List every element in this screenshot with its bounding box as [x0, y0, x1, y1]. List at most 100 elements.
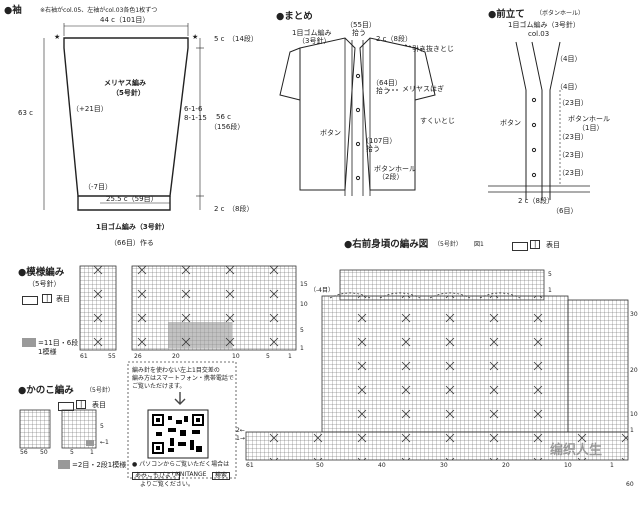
band-count-2: （23目） [558, 133, 588, 141]
sleeve-body-label: メリヤス編み [104, 79, 146, 87]
front-legend-label: 表目 [546, 241, 560, 249]
band-count-3: （23目） [558, 151, 588, 159]
qr-search1: あみこもびより [132, 472, 180, 480]
meriyasu-hagi: メリヤスはぎ [402, 85, 444, 93]
k-row-0: 5 [100, 423, 104, 430]
star-right: ★ [192, 33, 199, 41]
fc-col-3: 30 [440, 462, 448, 469]
fc-col-0: 61 [246, 462, 254, 469]
front-chart-fig: 図1 [474, 241, 484, 248]
fc-left-row-0: 2← [236, 427, 245, 434]
pattern-chart [79, 265, 297, 351]
kanoko-legend-label: 表目 [92, 401, 106, 409]
repeat-swatch [22, 338, 36, 347]
matome-buttonhole: ボタンホール [374, 165, 416, 173]
band-buttonhole-n: （1目） [578, 124, 604, 132]
p1-col-5: 5 [266, 353, 270, 360]
qr-text2: 編み方はスマートフォン・携帯電話で [132, 375, 234, 382]
matome-rib: 1目ゴム編み [292, 29, 332, 37]
sleeve-height: 63 c [18, 109, 33, 117]
legend-box [22, 296, 38, 305]
pattern-title: ●模様編み [18, 267, 65, 278]
kanoko-legend-sym: | [76, 400, 87, 409]
hikinuki: 引き抜きとじ [412, 45, 454, 53]
fc-left-row-1: 1→ [236, 435, 245, 442]
qr-text4: ● パソコンからご覧いただく場合は [132, 461, 230, 468]
band-count-4: （23目） [558, 169, 588, 177]
kanoko-legend-box [58, 402, 74, 411]
cast-on: （66目）作る [110, 239, 154, 247]
pick1: （55目） [346, 21, 376, 29]
band-bottom6: （6目） [552, 207, 578, 215]
kanoko-swatch [58, 460, 70, 469]
sleeve-needle: （5号針） [112, 89, 145, 97]
sleeve-rib: 1目ゴム編み（3号針） [96, 223, 169, 231]
sleeve-right-bot-rows: （8段） [228, 205, 254, 213]
front-chart-title: ●右前身頃の編み図 [344, 239, 429, 250]
k-col-2: 5 [70, 449, 74, 456]
qr-search-button[interactable]: 検索 [212, 472, 231, 480]
fc-col-1: 50 [316, 462, 324, 469]
front-chart [245, 269, 629, 461]
k-row-1: ←1 [100, 439, 109, 446]
fc-col-2: 40 [378, 462, 386, 469]
band-count-5: （4目） [556, 83, 582, 91]
p1-col-6: 1 [288, 353, 292, 360]
fc-top-row-0: 5 [548, 271, 552, 278]
pick2b: 拾う [376, 87, 390, 95]
star-left: ★ [54, 33, 61, 41]
fc-right-row-0: 30 [630, 311, 638, 318]
kanoko-repeat: =2目・2段1模様 [72, 461, 127, 469]
front-legend-box [512, 242, 528, 251]
fc-top-row-1: 1 [548, 287, 552, 294]
matome-title: ●まとめ [276, 11, 313, 22]
fc-right-row-3: 1 [630, 427, 634, 434]
repeat-label2: 1模様 [38, 348, 57, 356]
fc-dec: （-4目） [310, 287, 334, 294]
qr-search2: KNITANGE [176, 471, 207, 478]
fc-col-4: 20 [502, 462, 510, 469]
matome-rib-needle: （3号針） [298, 37, 331, 45]
minus7: （-7目） [84, 183, 112, 191]
k-col-1: 50 [40, 449, 48, 456]
qr-text3: ご覧いただけます。 [132, 383, 186, 390]
qr-text5: よりご覧ください。 [140, 481, 194, 488]
p1-col-2: 26 [134, 353, 142, 360]
band-rib: 1目ゴム編み（3号針） [508, 21, 580, 29]
fc-bottom-right: 60 [626, 481, 634, 488]
band-title: ●前立て [488, 9, 525, 20]
sleeve-right-bot: 2 c [214, 205, 225, 213]
kanoko-needle: （5号針） [86, 387, 114, 394]
pattern-needle: （5号針） [28, 280, 61, 288]
sleeve-note: ※右袖がcol.05、左袖がcol.03各色1枚ずつ [40, 7, 158, 14]
bottom-width: 25.5 c（59目） [106, 195, 158, 203]
matome-diagram [279, 37, 436, 196]
pick1b: 拾う [352, 29, 366, 37]
watermark: 编织人生 [550, 443, 603, 458]
fc-col-6: 1 [610, 462, 614, 469]
fc-right-row-2: 10 [630, 411, 638, 418]
legend-label: 表目 [56, 295, 70, 303]
band-col: col.03 [528, 30, 550, 38]
fc-right-row-1: 20 [630, 367, 638, 374]
qr-text1: 編み針を使わない左上1目交差の [132, 367, 220, 374]
p1-row-2: 5 [300, 327, 304, 334]
rows-2c: 2 c（8段） [376, 35, 412, 43]
sleeve-right-top-rows: （14段） [228, 35, 258, 43]
p1-row-1: 10 [300, 301, 308, 308]
p1-col-4: 10 [232, 353, 240, 360]
k-col-0: 56 [20, 449, 28, 456]
k-col-3: 1 [90, 449, 94, 456]
front-chart-needle: （5号針） [434, 241, 462, 248]
qr-code[interactable] [152, 414, 204, 454]
band-button: ボタン [500, 119, 521, 127]
inc-rule-2: 8-1-15 [184, 114, 207, 122]
band-buttonhole: ボタンホール [568, 115, 610, 123]
matome-button: ボタン [320, 129, 341, 137]
sleeve-right-mid: 56 c [216, 113, 231, 121]
inc-rule-1: 6-1-6 [184, 105, 203, 113]
kanoko-title: ●かのこ編み [18, 385, 74, 396]
sleeve-top-width: 44 c（101目） [100, 16, 150, 24]
band-bottom: 2 c（8段） [518, 197, 554, 205]
